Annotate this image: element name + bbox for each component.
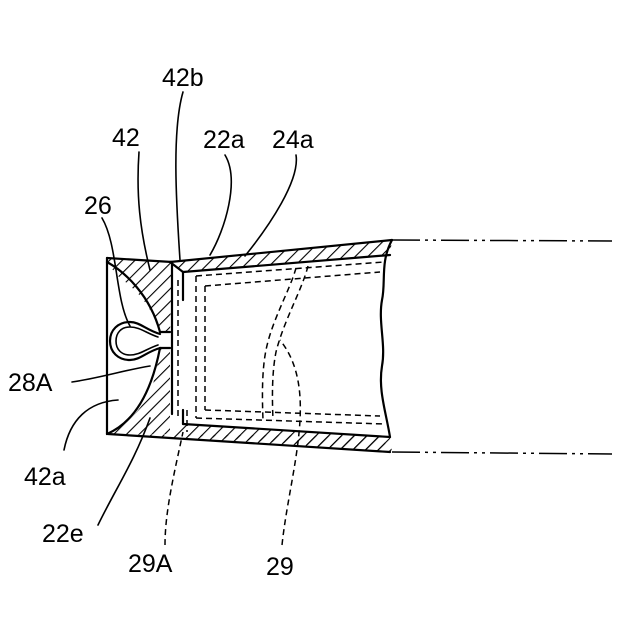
- label-22a: 22a: [203, 126, 245, 154]
- break-line: [381, 240, 392, 437]
- loop-26: [110, 322, 160, 360]
- label-42: 42: [112, 124, 140, 152]
- label-28A: 28A: [8, 369, 53, 397]
- label-42b: 42b: [162, 64, 204, 92]
- top-wall: [170, 240, 392, 272]
- label-26: 26: [84, 192, 112, 220]
- label-24a: 24a: [272, 126, 314, 154]
- inner-dashed-outline: [178, 262, 384, 432]
- centerline-extension: [392, 240, 612, 454]
- dashed-element-29: [262, 266, 308, 420]
- label-29A: 29A: [128, 550, 173, 578]
- leader-lines: [64, 92, 300, 545]
- label-22e: 22e: [42, 520, 84, 548]
- label-42a: 42a: [24, 463, 66, 491]
- label-29: 29: [266, 553, 294, 581]
